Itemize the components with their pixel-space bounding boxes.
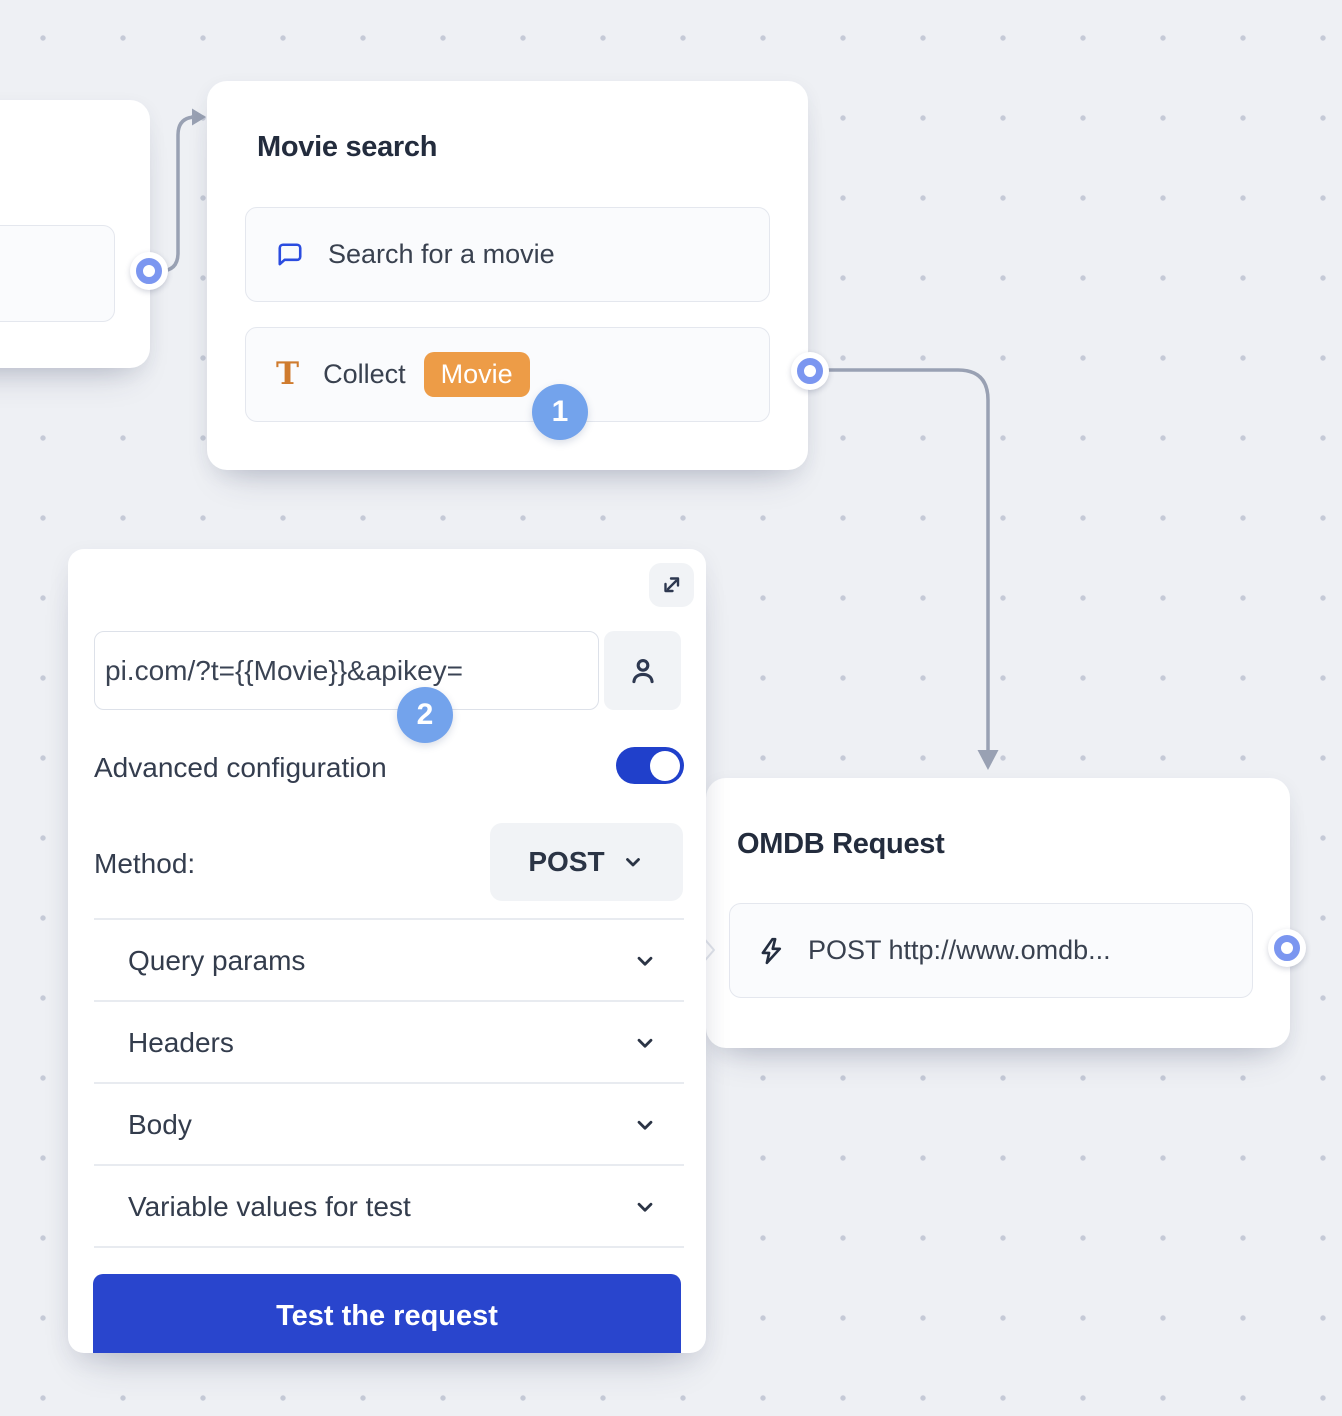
webhook-config-panel: Advanced configuration Method: POST Quer… [68,549,706,1353]
block-label: POST http://www.omdb... [808,935,1111,965]
section-label: Body [128,1109,192,1140]
variable-chip-movie[interactable]: Movie [423,352,530,397]
partial-node-item[interactable] [0,225,115,322]
node-title: Movie search [257,131,438,163]
chevron-down-icon [625,858,640,867]
output-port[interactable] [130,252,168,290]
chevron-down-icon [637,956,653,966]
section-label: Query params [128,945,306,976]
step-1-badge: 1 [532,384,588,440]
chevron-down-icon [637,1120,653,1130]
divider [94,1246,684,1248]
person-icon [631,658,654,683]
advanced-configuration-label: Advanced configuration [94,752,387,783]
output-port[interactable] [791,352,829,390]
method-select[interactable]: POST [490,823,683,901]
user-variable-button[interactable] [604,631,681,710]
block-label: Collect [323,359,406,389]
expand-button[interactable] [649,563,694,607]
section-query-params[interactable]: Query params [94,920,684,1002]
section-body[interactable]: Body [94,1084,684,1166]
section-variable-values[interactable]: Variable values for test [94,1166,684,1248]
divider [94,1164,684,1166]
chat-bubble-icon [278,242,302,265]
toggle-knob [650,750,680,781]
chevron-down-icon [637,1202,653,1212]
url-input[interactable] [94,631,599,710]
method-value: POST [528,846,605,877]
port-ring-icon [1274,935,1300,961]
divider [94,918,684,920]
block-search-for-movie[interactable]: Search for a movie [245,207,770,302]
lightning-icon [761,937,782,964]
section-label: Variable values for test [128,1191,411,1222]
divider [94,1082,684,1084]
arrowhead-right-icon [192,108,206,126]
port-ring-icon [136,258,162,284]
node-movie-search[interactable]: Movie search Search for a movie T Collec… [207,81,808,470]
output-port[interactable] [1268,929,1306,967]
arrowhead-down-icon [977,750,999,770]
divider [94,1000,684,1002]
text-collect-icon: T [276,356,300,392]
node-title: OMDB Request [737,828,945,860]
node-omdb-request[interactable]: OMDB Request POST http://www.omdb... [706,778,1290,1048]
chevron-down-icon [637,1038,653,1048]
expand-icon [663,577,679,593]
method-label: Method: [94,848,196,879]
test-request-button[interactable]: Test the request [93,1274,681,1353]
block-webhook-post[interactable]: POST http://www.omdb... [729,903,1253,998]
block-collect-movie[interactable]: T Collect Movie [245,327,770,422]
port-ring-icon [797,358,823,384]
advanced-configuration-toggle[interactable] [616,747,684,784]
section-label: Headers [128,1027,234,1058]
block-label: Search for a movie [328,239,555,269]
section-headers[interactable]: Headers [94,1002,684,1084]
step-2-badge: 2 [397,687,453,743]
